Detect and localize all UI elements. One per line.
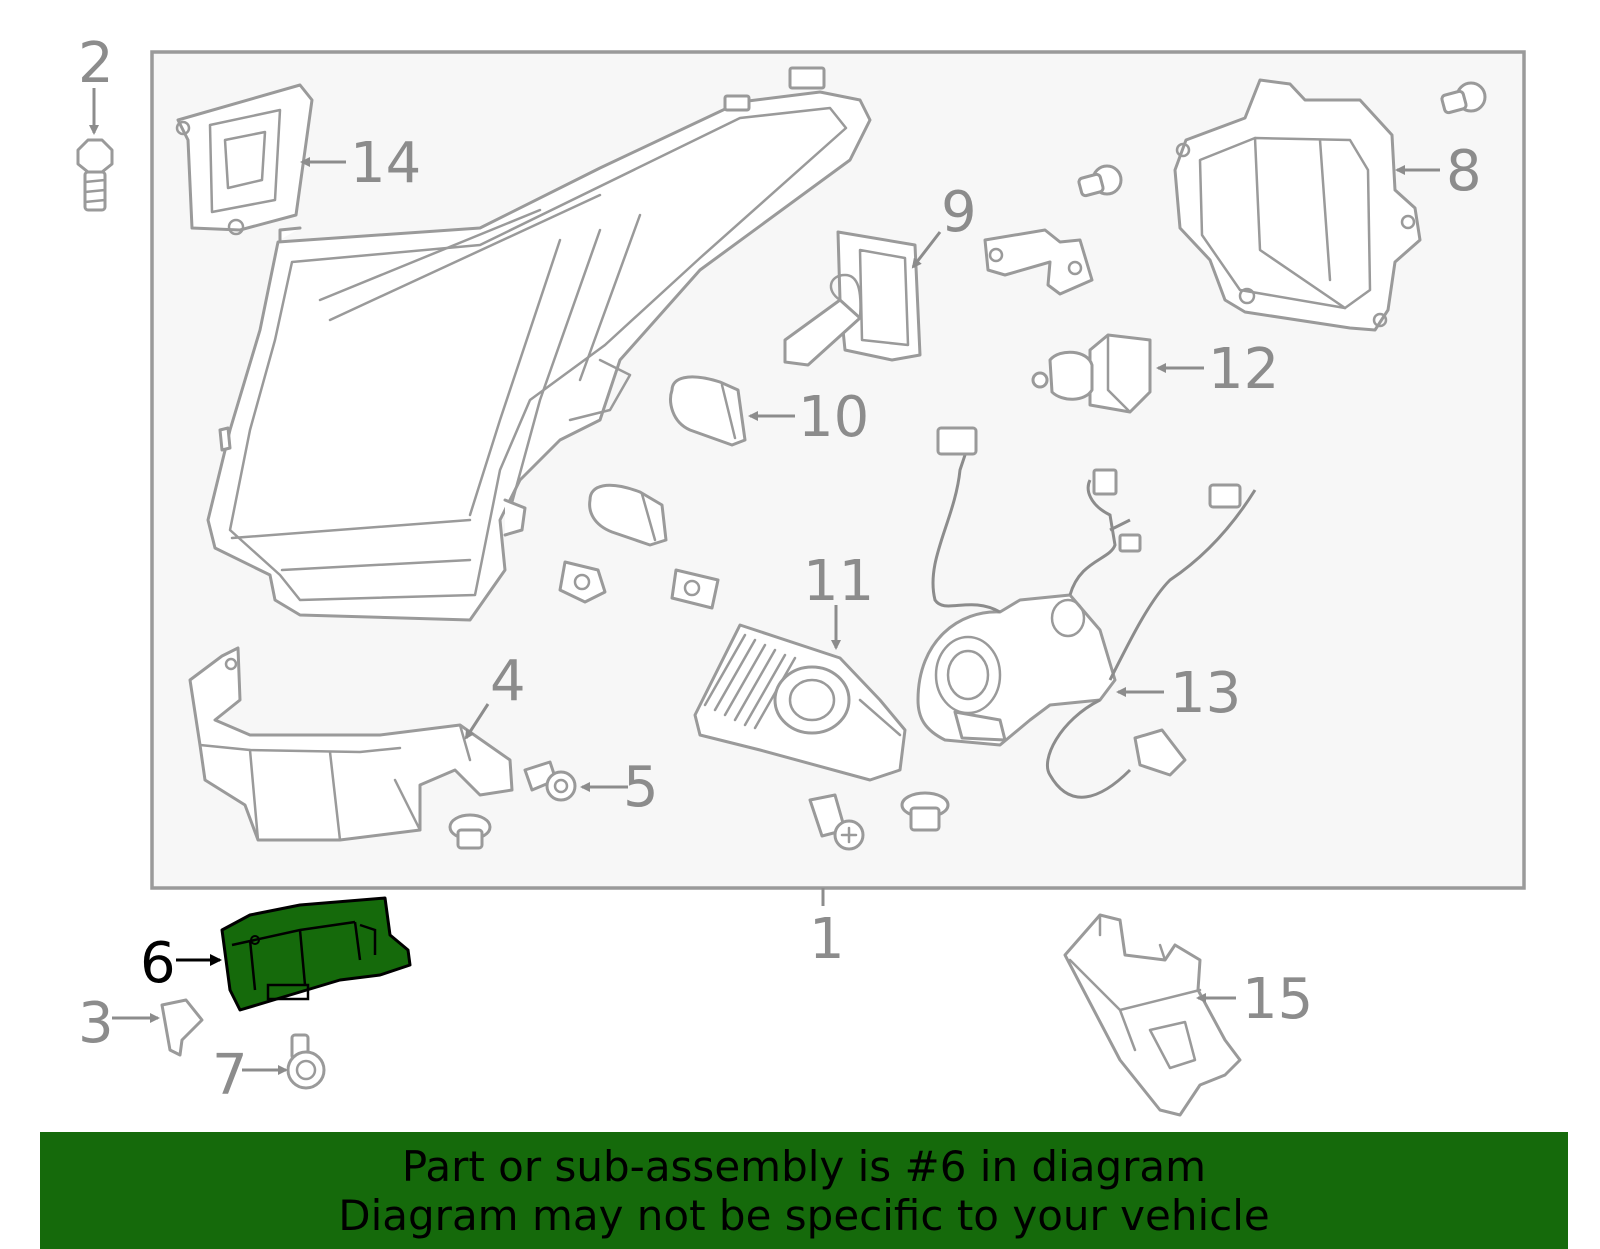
banner-line-2: Diagram may not be specific to your vehi… [338,1191,1270,1240]
part-9-bulb [783,230,922,367]
mounting-screw [808,793,865,851]
callout-14: 14 [350,131,421,196]
part-2-bolt [76,138,114,212]
part-8-cover [1173,78,1422,332]
callout-1: 1 [809,907,845,972]
clip-b [670,568,720,610]
part-6-bracket-highlighted [220,896,412,1012]
callout-13: 13 [1170,661,1241,726]
part-14-module [175,83,314,236]
callout-6: 6 [140,931,176,996]
callout-2: 2 [78,31,114,96]
clip-a [558,560,607,604]
small-bolt-b [1440,81,1487,115]
part-13-harness [916,426,1257,799]
callout-11: 11 [803,549,874,614]
part-15-bracket [1063,913,1242,1117]
info-banner: Part or sub-assembly is #6 in diagram Di… [40,1132,1568,1249]
part-11-ballast [693,623,907,782]
callout-12: 12 [1208,337,1279,402]
small-bolt-a [1077,164,1123,198]
callout-10: 10 [798,385,869,450]
part-7-bolt [286,1033,326,1090]
callout-7: 7 [212,1043,248,1108]
callout-4: 4 [490,649,526,714]
part-4-bracket [188,646,514,842]
callout-5: 5 [623,755,659,820]
push-nut-a [448,813,492,850]
wedge-bulb [588,483,668,547]
callout-9: 9 [941,180,977,245]
callout-8: 8 [1446,139,1482,204]
part-5-screw [523,760,577,802]
callout-3: 3 [78,991,114,1056]
part-10-bulb [669,375,747,447]
part-3-clip [160,998,204,1057]
part-12-actuator [1031,333,1152,414]
banner-line-1: Part or sub-assembly is #6 in diagram [401,1142,1207,1191]
push-nut-b [900,791,950,832]
small-bracket [983,228,1094,296]
callout-15: 15 [1242,967,1313,1032]
headlamp-housing [206,66,872,622]
